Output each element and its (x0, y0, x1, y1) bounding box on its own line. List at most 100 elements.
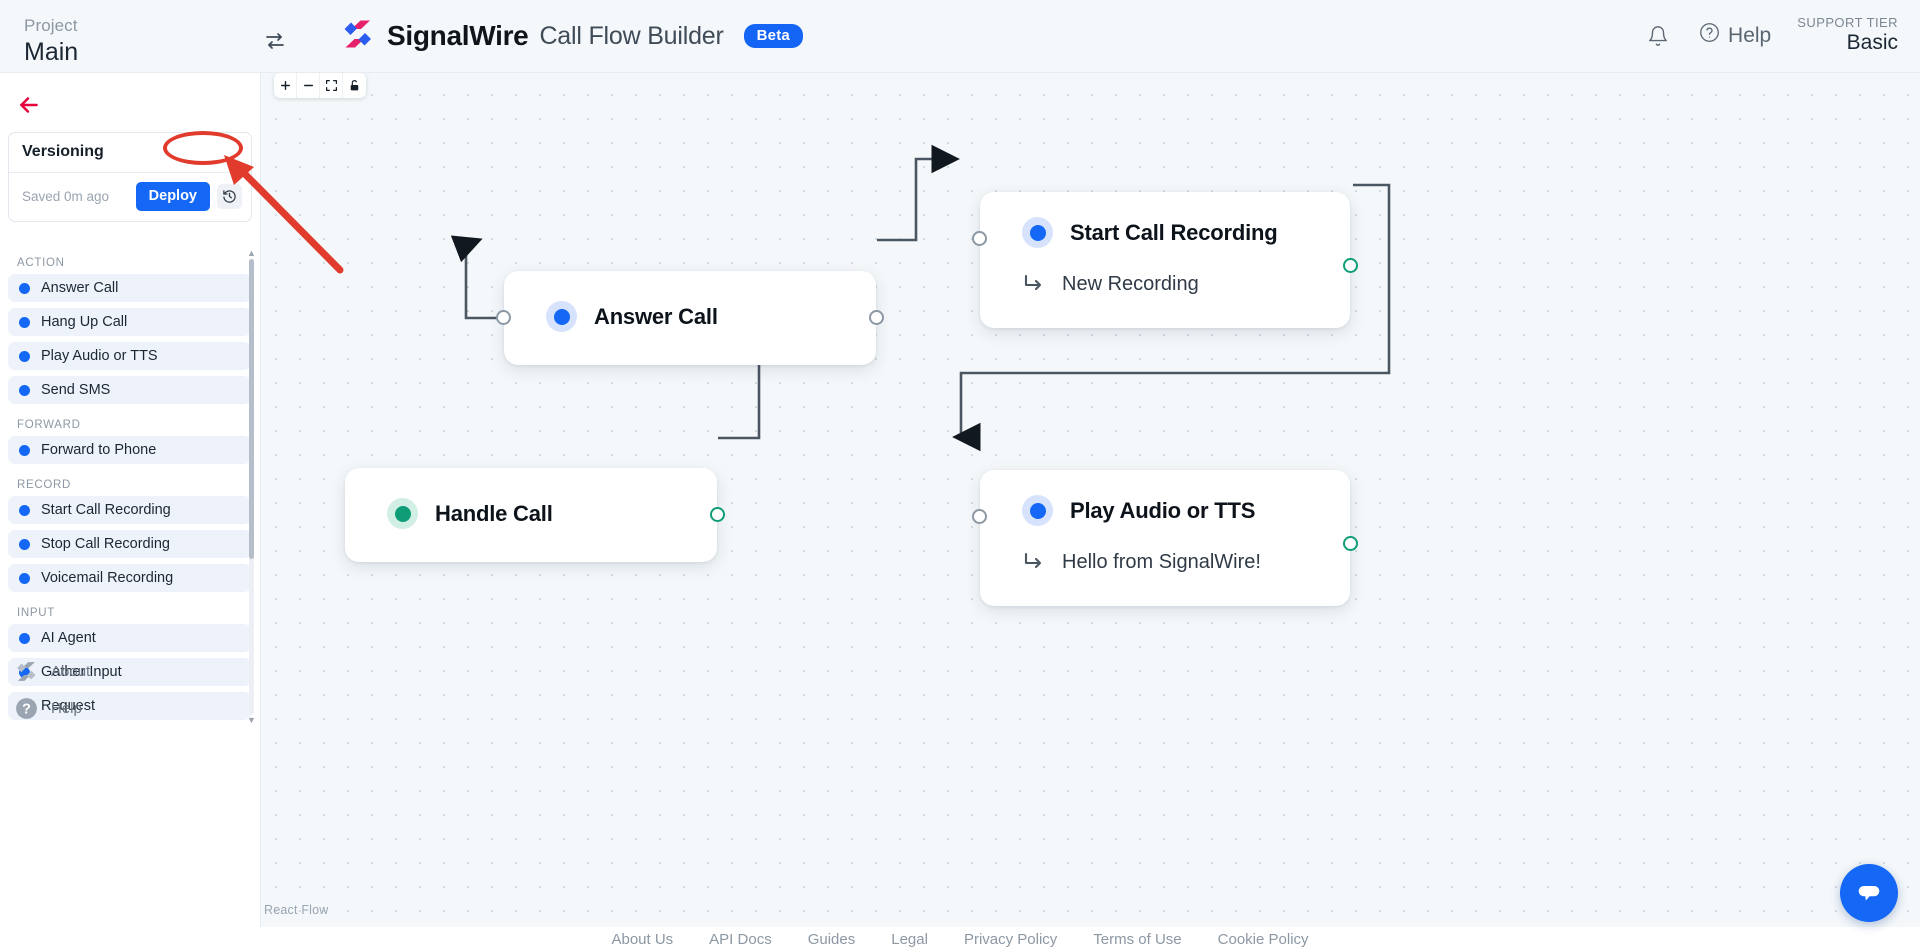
node-input-port[interactable] (496, 310, 511, 325)
palette-group-label: RECORD (17, 479, 72, 491)
palette-item-label: Stop Call Recording (41, 536, 170, 552)
palette-item-play-audio-or-tts[interactable]: Play Audio or TTS (8, 342, 251, 370)
project-name: Main (24, 37, 79, 66)
node-type-dot-icon (19, 572, 30, 584)
footer-link-legal[interactable]: Legal (891, 930, 928, 948)
site-footer: About Us API Docs Guides Legal Privacy P… (0, 927, 1920, 951)
footer-link-cookie-policy[interactable]: Cookie Policy (1217, 930, 1309, 948)
branch-arrow-icon (1022, 272, 1046, 296)
notification-bell-icon[interactable] (1643, 21, 1673, 51)
node-subtitle: New Recording (1062, 272, 1199, 295)
node-title: Play Audio or TTS (1070, 497, 1256, 523)
node-input-port[interactable] (972, 509, 987, 524)
node-type-dot-icon (19, 444, 30, 456)
scroll-up-arrow-icon[interactable]: ▲ (247, 248, 256, 258)
react-flow-attribution[interactable]: React Flow (264, 903, 329, 917)
footer-link-api-docs[interactable]: API Docs (709, 930, 772, 948)
fit-view-button[interactable] (320, 73, 343, 98)
support-tier-value: Basic (1846, 31, 1898, 55)
chat-bubble-button[interactable] (1840, 864, 1898, 922)
node-type-dot-icon (19, 350, 30, 362)
node-accent-dot-icon (1022, 495, 1053, 526)
branch-arrow-icon (1022, 550, 1046, 574)
palette-item-label: Hang Up Call (41, 314, 128, 330)
node-header: Play Audio or TTS (1022, 495, 1350, 526)
palette-item-answer-call[interactable]: Answer Call (8, 274, 251, 302)
sidebar-item-label: Help (51, 700, 82, 717)
scrollbar-thumb[interactable] (249, 259, 254, 559)
deploy-button[interactable]: Deploy (135, 182, 210, 211)
sidebar-item-about[interactable]: About (0, 653, 261, 690)
sidebar: Versioning Saved 0m ago Deploy AC (0, 73, 261, 951)
palette-item-request[interactable]: Request (8, 692, 251, 720)
scroll-down-arrow-icon[interactable]: ▼ (247, 715, 256, 725)
palette-item-label: Request (41, 698, 96, 714)
palette-item-hang-up-call[interactable]: Hang Up Call (8, 308, 251, 336)
footer-link-privacy-policy[interactable]: Privacy Policy (963, 930, 1058, 948)
node-palette[interactable]: ACTION Answer Call Hang Up Call Play Aud… (0, 248, 261, 728)
zoom-out-button[interactable] (297, 73, 320, 98)
versioning-body: Saved 0m ago Deploy (9, 173, 251, 221)
node-detail-row: Hello from SignalWire! (1022, 550, 1350, 574)
node-output-port[interactable] (869, 310, 884, 325)
palette-item-stop-call-recording[interactable]: Stop Call Recording (8, 530, 251, 558)
flow-canvas[interactable]: Answer Call Start Call Recording New Rec… (261, 73, 1920, 927)
palette-group-label: FORWARD (17, 419, 81, 431)
support-tier[interactable]: SUPPORT TIER Basic (1797, 16, 1898, 55)
back-arrow-icon[interactable] (6, 82, 52, 128)
signalwire-logo-icon (14, 659, 39, 684)
palette-item-start-call-recording[interactable]: Start Call Recording (8, 496, 251, 524)
edge-answer-call-to-start-recording (877, 144, 960, 242)
palette-item-ai-agent[interactable]: AI Agent (8, 624, 251, 652)
flow-controls-toolbar[interactable] (274, 73, 366, 98)
palette-item-label: Forward to Phone (41, 442, 157, 458)
flow-node-handle-call[interactable]: Handle Call (345, 468, 725, 562)
brand-title: SignalWire (387, 20, 529, 51)
node-output-port[interactable] (1343, 536, 1358, 551)
versioning-card: Versioning Saved 0m ago Deploy (8, 132, 252, 222)
zoom-in-button[interactable] (274, 73, 297, 98)
help-button[interactable]: Help (1699, 22, 1771, 49)
flow-node-answer-call[interactable]: Answer Call (496, 271, 884, 365)
palette-item-label: Start Call Recording (41, 502, 171, 518)
node-detail-row: New Recording (1022, 272, 1350, 296)
node-output-port[interactable] (710, 507, 725, 522)
beta-badge: Beta (743, 24, 803, 48)
footer-link-about-us[interactable]: About Us (611, 930, 674, 948)
project-selector[interactable]: Project Main (0, 0, 318, 73)
swap-arrows-icon[interactable] (254, 20, 296, 62)
node-accent-dot-icon (387, 498, 418, 529)
node-type-dot-icon (19, 282, 30, 294)
unlock-icon[interactable] (343, 73, 366, 98)
flow-node-start-call-recording[interactable]: Start Call Recording New Recording (972, 192, 1358, 328)
node-type-dot-icon (19, 632, 30, 644)
top-bar: Project Main SignalWire Call Flo (0, 0, 1920, 73)
version-actions: Deploy (135, 182, 242, 211)
footer-link-guides[interactable]: Guides (807, 930, 856, 948)
node-output-port[interactable] (1343, 258, 1358, 273)
footer-link-terms-of-use[interactable]: Terms of Use (1093, 930, 1182, 948)
versioning-title: Versioning (9, 133, 251, 173)
palette-item-send-sms[interactable]: Send SMS (8, 376, 251, 404)
node-title: Handle Call (435, 500, 553, 526)
sidebar-item-help[interactable]: ? Help (0, 690, 261, 727)
brand-block[interactable]: SignalWire Call Flow Builder Beta (340, 16, 803, 57)
question-mark-circle-icon: ? (14, 696, 39, 721)
sidebar-item-label: About (51, 663, 91, 680)
palette-item-voicemail-recording[interactable]: Voicemail Recording (8, 564, 251, 592)
node-header: Handle Call (387, 498, 717, 529)
palette-item-forward-to-phone[interactable]: Forward to Phone (8, 436, 251, 464)
palette-item-label: Play Audio or TTS (41, 348, 158, 364)
palette-group-label: ACTION (17, 257, 65, 269)
node-input-port[interactable] (972, 231, 987, 246)
palette-group-label: INPUT (17, 607, 55, 619)
brand-subtitle: Call Flow Builder (539, 21, 724, 50)
history-clock-icon[interactable] (217, 184, 242, 209)
help-label: Help (1728, 23, 1772, 47)
node-type-dot-icon (19, 538, 30, 550)
sidebar-footer: About ? Help (0, 653, 261, 727)
palette-item-gather-input[interactable]: Gather Input (8, 658, 251, 686)
node-type-dot-icon (19, 384, 30, 396)
flow-node-play-audio-or-tts[interactable]: Play Audio or TTS Hello from SignalWire! (972, 470, 1358, 606)
